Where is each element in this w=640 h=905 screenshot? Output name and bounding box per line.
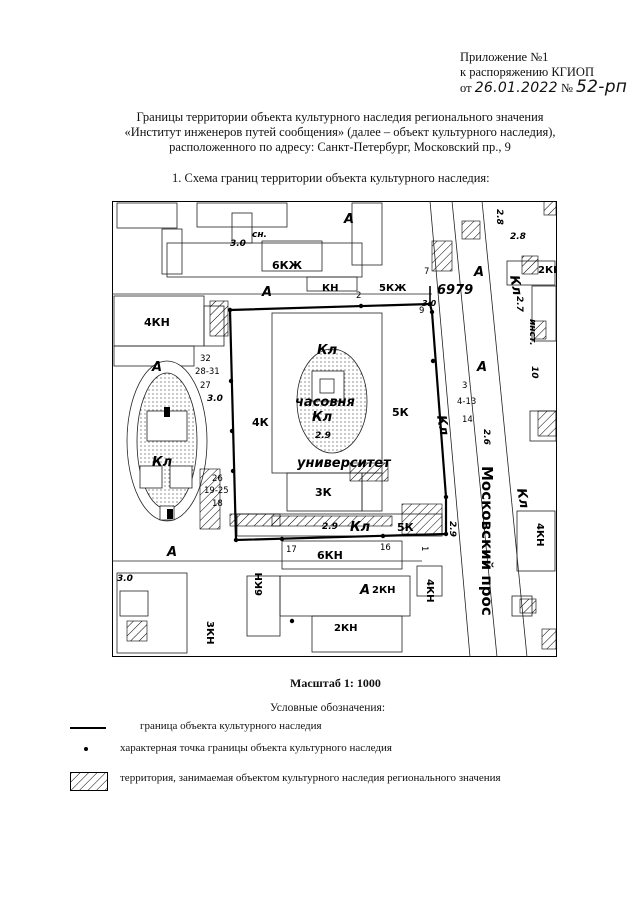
map-label-zone: А xyxy=(261,285,272,300)
point-number: 1 xyxy=(419,546,429,551)
map-label-abbrev: сн. xyxy=(252,230,267,240)
point-number: 32 xyxy=(200,354,211,364)
map-label-building: 6КН xyxy=(317,549,343,562)
map-label-zone: Кл xyxy=(152,455,173,470)
map-label-building: 4КН xyxy=(534,523,545,547)
legend-item-boundary: граница объекта культурного наследия xyxy=(140,720,322,732)
appendix-order-number: 52-рп xyxy=(576,77,628,97)
height-mark: 2.8 xyxy=(494,209,504,225)
map-label-zone: А xyxy=(359,583,370,598)
appendix-number: Приложение №1 xyxy=(460,50,549,64)
map-label-zone: Кл xyxy=(350,520,371,535)
map-label-building: 3К xyxy=(554,286,557,302)
map-label-building: 6КН xyxy=(254,572,265,596)
height-mark: 10 xyxy=(529,366,539,379)
point-number: 3 xyxy=(462,381,467,391)
map-label-zone: Кл xyxy=(506,274,524,297)
legend-title: Условные обозначения: xyxy=(270,702,386,714)
appendix-order-ref: к распоряжению КГИОП xyxy=(460,65,594,79)
map-label-building: 4К xyxy=(252,416,269,429)
map-label-zone: Кл xyxy=(312,410,333,425)
map-label-abbrev: инст. xyxy=(527,319,537,346)
point-number: 4-13 xyxy=(457,397,476,407)
map-label-zone: А xyxy=(473,265,484,280)
map-label-building: 5КЖ xyxy=(379,283,407,294)
document-title: Границы территории объекта культурного н… xyxy=(80,110,600,155)
height-mark: 3.0 xyxy=(117,574,133,584)
map-label-building: КН xyxy=(322,283,339,294)
height-mark: 2.8 xyxy=(510,232,526,242)
legend-territory-symbol xyxy=(70,772,108,791)
height-mark: 3.0 xyxy=(230,239,246,249)
map-label-zone: А xyxy=(343,212,354,227)
height-mark: 2.9 xyxy=(315,431,331,441)
map-label-building: 2КН xyxy=(538,265,557,276)
map-label-building: 3КН xyxy=(204,621,215,645)
height-mark: 2.6 xyxy=(481,429,491,445)
section-heading: 1. Схема границ территории объекта культ… xyxy=(172,171,490,185)
point-number: 16 xyxy=(380,543,391,553)
appendix-header: Приложение №1 к распоряжению КГИОП от 26… xyxy=(460,50,627,96)
map-label-building: 5К xyxy=(397,521,414,534)
boundary-scheme-map: 6КЖ КН 5КЖ 4КН 4К 5К 3К 5К 6КН 2КН 2КН 3… xyxy=(112,201,557,657)
legend-item-territory: территория, занимаемая объектом культурн… xyxy=(120,772,501,784)
legend-boundary-symbol xyxy=(70,727,106,729)
legend-item-point: характерная точка границы объекта культу… xyxy=(120,742,392,754)
point-number: 2 xyxy=(356,291,361,301)
map-label-zone: Кл xyxy=(433,414,451,437)
appendix-date-prefix: от xyxy=(460,81,472,95)
height-mark: 2.9 xyxy=(322,522,338,532)
map-scale: Масштаб 1: 1000 xyxy=(290,676,381,690)
point-number: 19-25 xyxy=(204,486,229,496)
appendix-number-label: № xyxy=(560,81,573,95)
map-label-building: 4КН xyxy=(144,316,170,329)
height-mark: 2.7 xyxy=(514,296,524,313)
map-label-building: 6КЖ xyxy=(272,259,303,272)
point-number: 7 xyxy=(424,267,429,277)
height-mark: 3.0 xyxy=(422,299,437,308)
legend-point-symbol xyxy=(84,747,88,751)
map-label-chapel: часовня xyxy=(295,395,355,410)
point-number: 17 xyxy=(286,545,297,555)
point-number: 9 xyxy=(419,306,424,316)
map-label-zone: А xyxy=(151,360,162,375)
map-label-building: 5К xyxy=(392,406,409,419)
title-line-1: Границы территории объекта культурного н… xyxy=(136,110,544,124)
map-label-street: Московский прос xyxy=(478,466,496,616)
title-line-2: «Институт инженеров путей сообщения» (да… xyxy=(124,125,556,139)
title-line-3: расположенного по адресу: Санкт-Петербур… xyxy=(169,140,511,154)
parcel-code: 6979 xyxy=(437,283,473,298)
point-number: 14 xyxy=(462,415,473,425)
appendix-date: 26.01.2022 xyxy=(474,80,558,96)
map-label-zone: Кл xyxy=(513,487,531,510)
point-number: 26 xyxy=(212,474,223,484)
map-label-university: университет xyxy=(297,456,392,471)
map-label-building: 4КН xyxy=(424,579,435,603)
map-label-zone: Кл xyxy=(317,343,338,358)
map-label-building: 2КН xyxy=(372,585,396,596)
map-label-zone: А xyxy=(476,360,487,375)
height-mark: 3.0 xyxy=(207,394,223,404)
map-label-building: 3К xyxy=(315,486,332,499)
point-number: 27 xyxy=(200,381,211,391)
map-label-zone: А xyxy=(166,545,177,560)
point-number: 28-31 xyxy=(195,367,220,377)
appendix-date-line: от 26.01.2022 № 52-рп xyxy=(460,77,628,97)
map-label-building: 2КН xyxy=(334,623,358,634)
point-number: 18 xyxy=(212,499,223,509)
height-mark: 2.9 xyxy=(447,521,457,537)
